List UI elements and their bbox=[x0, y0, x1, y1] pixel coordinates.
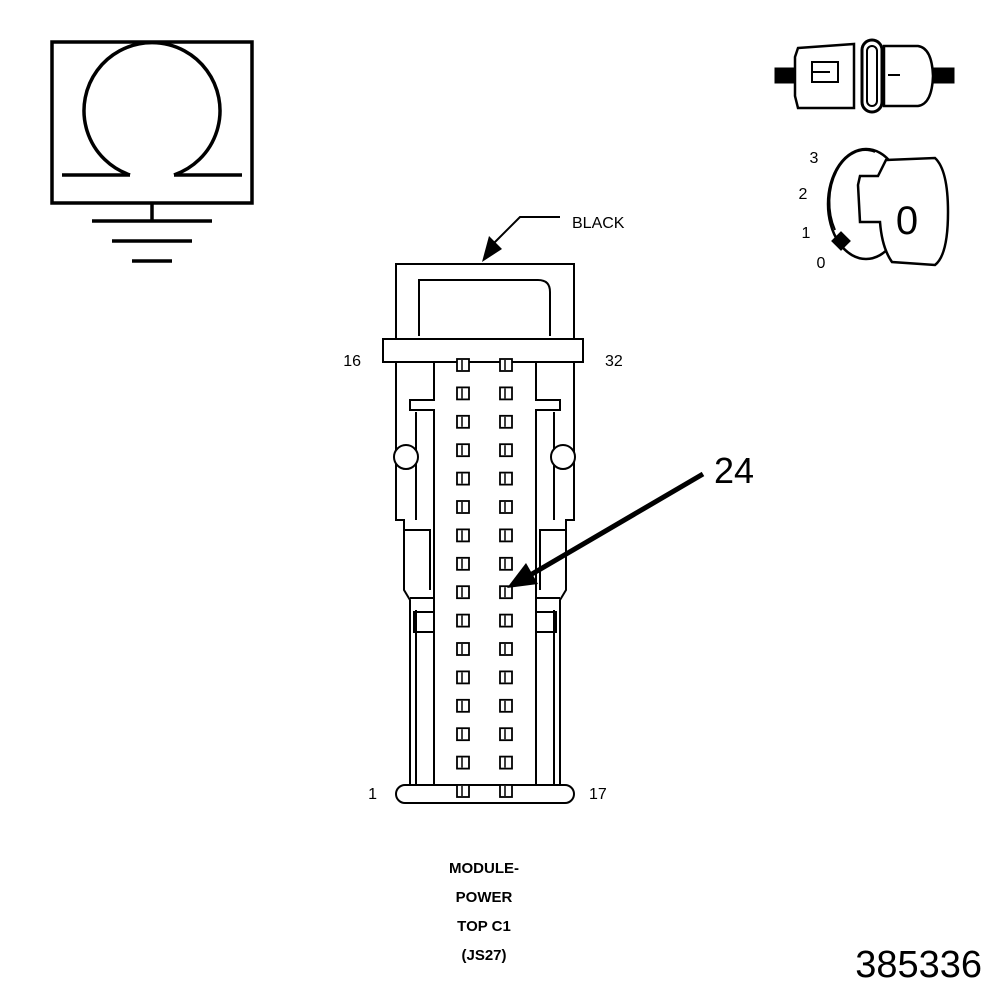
pin-cavity bbox=[456, 642, 470, 656]
pin-cavity bbox=[499, 784, 513, 798]
caption-line-3: TOP C1 bbox=[457, 918, 511, 935]
pin-cavity bbox=[456, 727, 470, 742]
pin-cavity bbox=[456, 784, 470, 798]
pin-cavity bbox=[499, 556, 513, 571]
pin-cavity bbox=[499, 585, 513, 600]
caption-line-2: POWER bbox=[455, 889, 513, 906]
pin-cavity bbox=[456, 358, 470, 372]
pin-cavity bbox=[499, 698, 513, 713]
pin-cavity bbox=[499, 471, 513, 486]
pin-cavity bbox=[456, 755, 470, 770]
pin-cavity bbox=[499, 500, 513, 514]
pin-cavity bbox=[499, 528, 513, 543]
pin-callout-arrow bbox=[507, 471, 705, 588]
pin-cavity bbox=[456, 556, 470, 571]
pin-cavity bbox=[499, 613, 513, 628]
pin-cavity bbox=[499, 727, 513, 742]
pin-cavity bbox=[456, 528, 470, 543]
pin-cavity bbox=[499, 642, 513, 656]
pin-cavity bbox=[499, 386, 513, 401]
pin-cavity bbox=[456, 443, 470, 458]
color-label: BLACK bbox=[572, 215, 625, 232]
pin-cavity bbox=[499, 670, 513, 685]
ignition-key-icon: 0 3 2 1 0 bbox=[799, 147, 950, 272]
pin-label-16: 16 bbox=[343, 353, 361, 370]
pin-cavity bbox=[456, 613, 470, 628]
pin-cavity bbox=[456, 471, 470, 486]
key-position-1: 1 bbox=[802, 225, 811, 242]
pin-cavities bbox=[456, 358, 513, 798]
key-position-0: 0 bbox=[817, 255, 826, 272]
pin-cavity bbox=[499, 443, 513, 458]
pin-cavity bbox=[456, 670, 470, 685]
caption-line-1: MODULE- bbox=[449, 860, 519, 877]
key-position-2: 2 bbox=[799, 186, 808, 203]
pin-label-32: 32 bbox=[605, 353, 623, 370]
pin-cavity bbox=[499, 414, 513, 429]
pin-cavity bbox=[456, 386, 470, 401]
pin-cavity bbox=[456, 414, 470, 429]
pin-cavity bbox=[456, 585, 470, 600]
ohmmeter-ground-icon bbox=[50, 40, 254, 263]
pin-label-17: 17 bbox=[589, 786, 607, 803]
pin-label-1: 1 bbox=[368, 786, 377, 803]
connector-face bbox=[382, 263, 584, 804]
document-number: 385336 bbox=[855, 944, 982, 986]
key-position-3: 3 bbox=[810, 150, 819, 167]
caption-line-4: (JS27) bbox=[461, 947, 507, 964]
key-symbol: 0 bbox=[896, 199, 918, 243]
pin-cavity bbox=[456, 500, 470, 514]
color-callout: BLACK bbox=[482, 215, 625, 262]
connector-icon bbox=[774, 38, 955, 114]
pin-cavity bbox=[456, 698, 470, 713]
pin-cavity bbox=[499, 358, 513, 372]
pin-cavity bbox=[499, 755, 513, 770]
callout-pin-number: 24 bbox=[714, 450, 754, 491]
